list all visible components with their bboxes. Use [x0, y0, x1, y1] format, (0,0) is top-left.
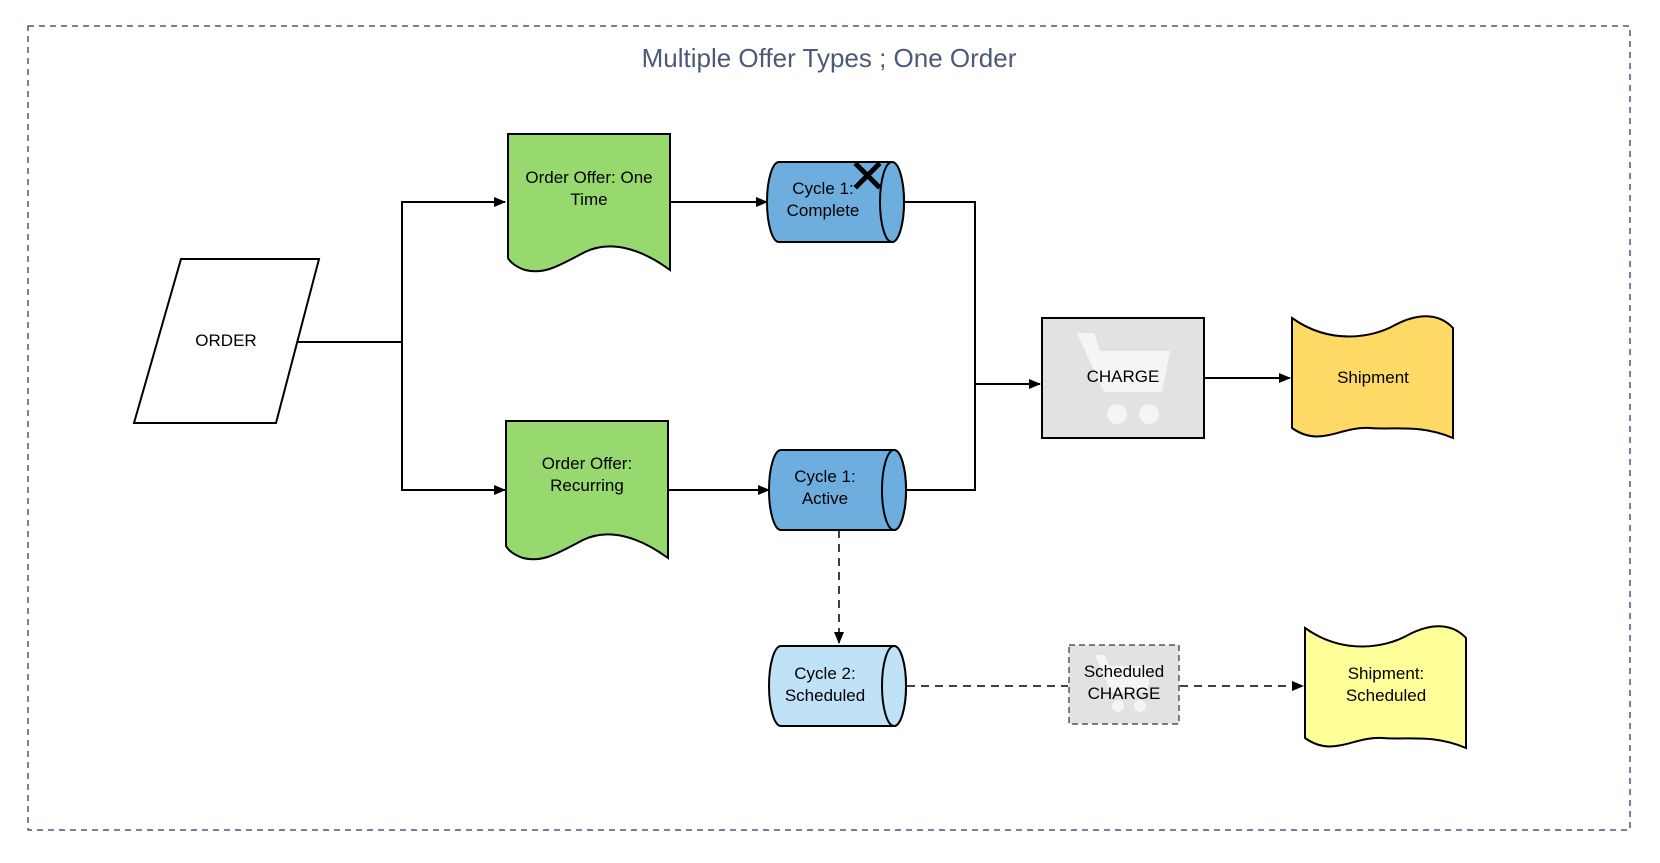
cycle1-complete-label-line2: Complete: [787, 201, 860, 220]
offer-recurring-label-line1: Order Offer:: [542, 454, 632, 473]
offer-one-time-shape: [507, 133, 671, 273]
offer-one-time-label-line1: Order Offer: One: [525, 168, 652, 187]
cycle1-active-label-line1: Cycle 1:: [794, 467, 855, 486]
shopping-cart-icon: [1077, 333, 1170, 424]
order-label: ORDER: [195, 331, 256, 350]
cycle1-active-cap: [881, 449, 907, 531]
charge-node[interactable]: CHARGE: [1041, 317, 1205, 439]
cycle1-complete-label-line1: Cycle 1:: [792, 179, 853, 198]
shipment-shape: [1291, 315, 1454, 440]
offer-recurring-shape: [505, 420, 669, 561]
offer-recurring-node[interactable]: Order Offer: Recurring: [505, 420, 669, 561]
edges: [298, 197, 1291, 495]
offer-one-time-label-line2: Time: [570, 190, 607, 209]
cycle1-complete-cap: [879, 161, 905, 243]
diagram-title: Multiple Offer Types ; One Order: [642, 43, 1017, 73]
charge-label: CHARGE: [1087, 367, 1160, 386]
scheduled-edges: [834, 530, 1304, 691]
cycle2-scheduled-cap: [881, 645, 907, 727]
shopping-cart-icon: [1095, 655, 1152, 712]
edge-order-to-offer-recurring: [401, 342, 506, 495]
shipment-label: Shipment: [1337, 368, 1409, 387]
cycle1-active-label-line2: Active: [802, 489, 848, 508]
order-shape: [132, 258, 321, 424]
cycle2-scheduled-node[interactable]: Cycle 2: Scheduled: [768, 645, 907, 727]
edge-cycle1-complete-to-charge: [903, 201, 1041, 389]
cycle1-complete-node[interactable]: Cycle 1: Complete: [766, 161, 905, 243]
scheduled-charge-node[interactable]: Scheduled CHARGE: [1068, 644, 1180, 725]
edge-cycle1-active-to-charge: [907, 384, 976, 491]
shipment-scheduled-label-line2: Scheduled: [1346, 686, 1426, 705]
cycle2-scheduled-label-line1: Cycle 2:: [794, 664, 855, 683]
shipment-scheduled-label-line1: Shipment:: [1348, 664, 1425, 683]
x-mark-icon: [853, 161, 882, 190]
cycle2-scheduled-label-line2: Scheduled: [785, 686, 865, 705]
offer-recurring-label-line2: Recurring: [550, 476, 624, 495]
edge-order-to-offer-one-time: [298, 197, 506, 343]
shipment-node[interactable]: Shipment: [1291, 315, 1454, 440]
shipment-scheduled-node[interactable]: Shipment: Scheduled: [1304, 625, 1467, 750]
offer-one-time-node[interactable]: Order Offer: One Time: [507, 133, 671, 273]
cycle1-active-node[interactable]: Cycle 1: Active: [768, 449, 907, 531]
scheduled-charge-label-line1: Scheduled: [1084, 662, 1164, 681]
scheduled-charge-label-line2: CHARGE: [1088, 684, 1161, 703]
order-node[interactable]: ORDER: [132, 258, 321, 424]
diagram-frame: [27, 25, 1631, 831]
shipment-scheduled-shape: [1304, 625, 1467, 750]
